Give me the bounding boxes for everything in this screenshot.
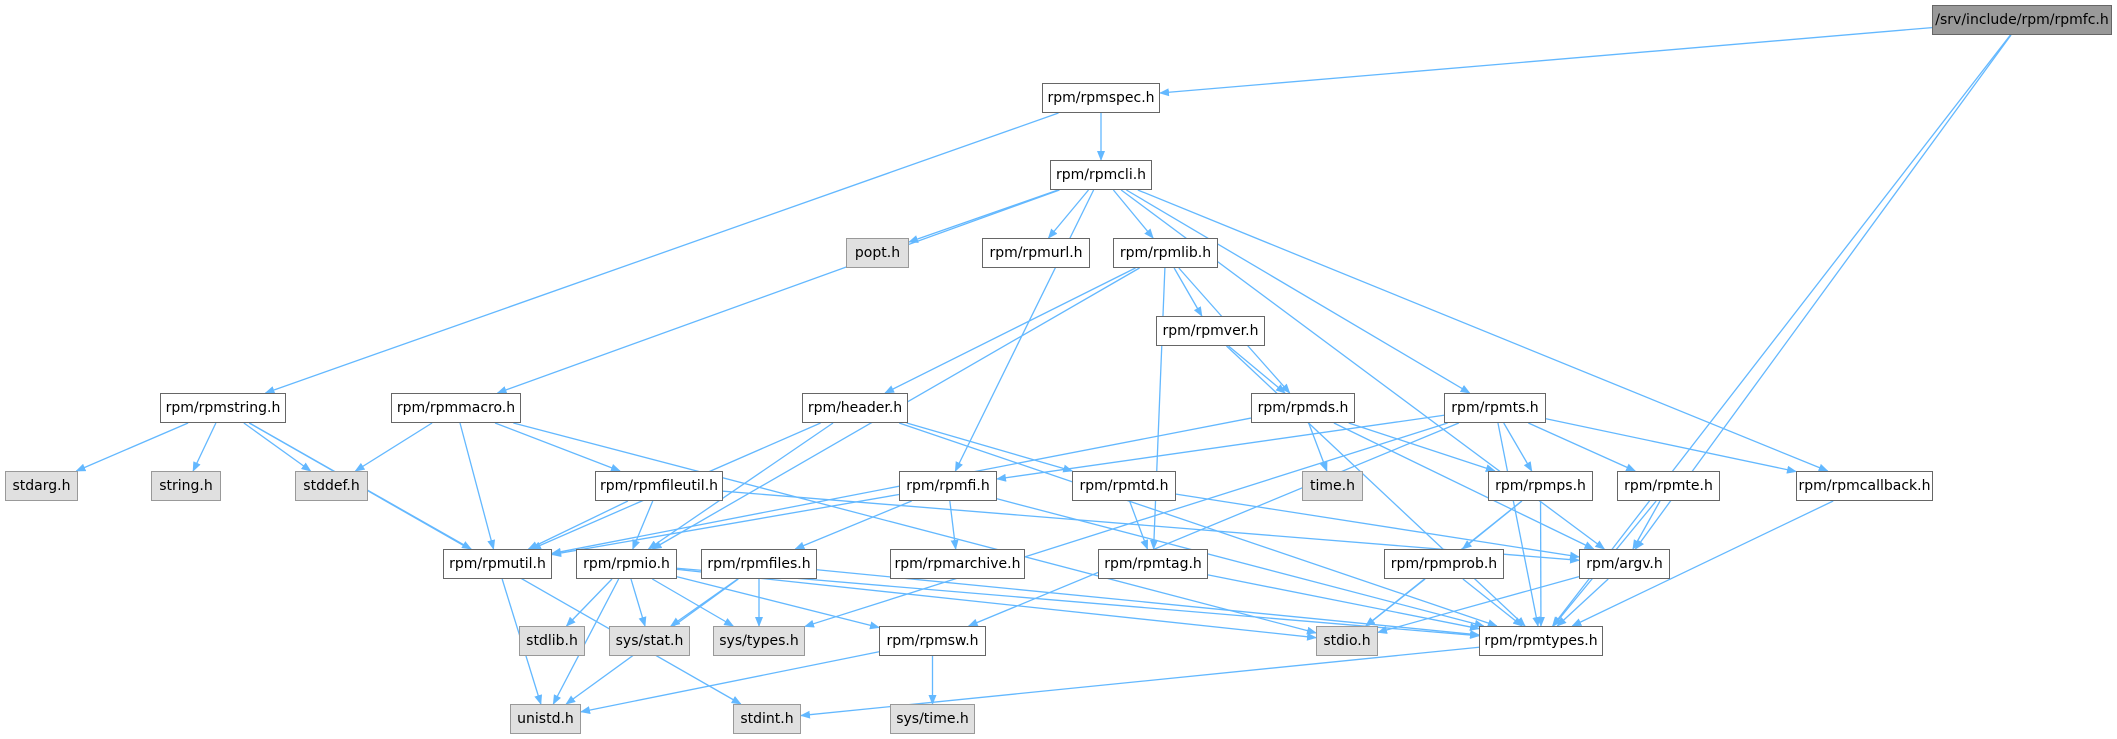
edge-rpmstring-to-stddef — [243, 422, 312, 472]
graph-node-systypes: sys/types.h — [713, 626, 805, 656]
graph-node-rpmarchive[interactable]: rpm/rpmarchive.h — [890, 549, 1025, 579]
edge-rpmtag-to-rpmtypes — [1207, 574, 1480, 631]
edge-header-to-rpmio — [647, 422, 834, 550]
edge-rpmio-to-stdio — [676, 568, 1317, 641]
edge-rpmfc-to-argv — [1634, 34, 2012, 550]
graph-node-rpmutil[interactable]: rpm/rpmutil.h — [443, 549, 552, 579]
graph-node-stdlib: stdlib.h — [519, 626, 585, 656]
edge-rpmds-to-argv — [1333, 422, 1595, 550]
edge-rpmio-to-rpmtypes — [676, 567, 1480, 640]
edge-rpmts-to-rpmps — [1503, 422, 1533, 472]
graph-node-rpmcli[interactable]: rpm/rpmcli.h — [1050, 160, 1152, 190]
edge-rpmprob-to-stdio — [1365, 578, 1426, 627]
edge-rpmsw-to-unistd — [580, 651, 880, 714]
edge-rpmmacro-to-rpmutil — [459, 422, 496, 550]
graph-node-rpmte[interactable]: rpm/rpmte.h — [1617, 471, 1720, 501]
edge-rpmcli-to-popt — [908, 189, 1059, 243]
edge-header-to-rpmtd — [906, 422, 1074, 473]
edge-rpmcli-to-rpmfi — [954, 189, 1095, 472]
edge-rpmfi-to-rpmtypes — [996, 498, 1485, 628]
graph-node-rpmio[interactable]: rpm/rpmio.h — [576, 549, 677, 579]
edge-rpmds-to-time — [1308, 422, 1328, 472]
graph-node-rpmurl[interactable]: rpm/rpmurl.h — [982, 238, 1090, 268]
edge-rpmmacro-to-stdio — [513, 422, 1317, 635]
edge-rpmfileutil-to-rpmutil — [527, 500, 629, 550]
graph-node-time: time.h — [1302, 471, 1363, 501]
edge-rpmio-to-rpmsw — [676, 576, 880, 630]
edge-rpmts-to-systypes — [804, 422, 1448, 628]
edge-rpmts-to-rpmsw — [967, 422, 1460, 627]
edge-rpmio-to-unistd — [552, 578, 620, 705]
edge-argv-to-rpmtypes — [1556, 578, 1609, 627]
graph-node-rpmfiles[interactable]: rpm/rpmfiles.h — [701, 549, 817, 579]
graph-node-rpmstring[interactable]: rpm/rpmstring.h — [160, 393, 286, 423]
edge-rpmlib-to-rpmver — [1173, 267, 1203, 317]
graph-node-rpmts[interactable]: rpm/rpmts.h — [1444, 393, 1546, 423]
edge-rpmio-to-sysstat — [630, 578, 647, 627]
edge-argv-to-stdio — [1377, 575, 1580, 634]
edge-rpmmacro-to-rpmfileutil — [494, 422, 621, 472]
edge-rpmte-to-argv — [1632, 500, 1661, 550]
edge-rpmfi-to-rpmutil — [551, 493, 900, 557]
graph-node-stdio: stdio.h — [1316, 626, 1378, 656]
graph-node-rpmcallback[interactable]: rpm/rpmcallback.h — [1796, 471, 1933, 501]
graph-node-rpmtag[interactable]: rpm/rpmtag.h — [1098, 549, 1208, 579]
edge-rpmio-to-stdlib — [565, 578, 613, 627]
edge-rpmtd-to-rpmtag — [1128, 500, 1149, 550]
graph-node-rpmps[interactable]: rpm/rpmps.h — [1488, 471, 1593, 501]
edge-rpmcli-to-rpmcallback — [1137, 189, 1829, 472]
edge-rpmmacro-to-stddef — [354, 422, 433, 472]
graph-node-rpmtd[interactable]: rpm/rpmtd.h — [1072, 471, 1176, 501]
edge-rpmcli-to-rpmurl — [1047, 189, 1089, 239]
edge-rpmts-to-rpmcallback — [1545, 418, 1797, 474]
graph-node-string: string.h — [151, 471, 221, 501]
graph-node-rpmfc[interactable]: /srv/include/rpm/rpmfc.h — [1932, 5, 2112, 35]
edge-rpmfc-to-rpmtypes — [1552, 34, 2011, 627]
edge-rpmfc-to-rpmspec — [1159, 26, 1933, 97]
graph-node-rpmver[interactable]: rpm/rpmver.h — [1156, 316, 1265, 346]
edge-rpmspec-to-rpmstring — [264, 112, 1059, 394]
graph-node-rpmtypes[interactable]: rpm/rpmtypes.h — [1479, 626, 1603, 656]
edge-rpmfileutil-to-argv — [722, 490, 1580, 564]
graph-node-rpmfileutil[interactable]: rpm/rpmfileutil.h — [595, 471, 723, 501]
graph-node-rpmfi[interactable]: rpm/rpmfi.h — [899, 471, 997, 501]
graph-node-rpmmacro[interactable]: rpm/rpmmacro.h — [391, 393, 521, 423]
edge-rpmstring-to-stdarg — [75, 422, 189, 472]
edge-rpmfi-to-rpmfiles — [794, 500, 912, 550]
edge-rpmver-to-rpmtypes — [1226, 345, 1526, 627]
edge-rpmcli-to-rpmts — [1126, 189, 1471, 394]
edge-rpmfi-to-rpmarchive — [949, 500, 959, 550]
graph-node-sysstat: sys/stat.h — [609, 626, 690, 656]
graph-node-stdint: stdint.h — [733, 704, 801, 734]
edge-rpmts-to-rpmte — [1528, 422, 1637, 472]
graph-node-popt: popt.h — [846, 238, 909, 268]
graph-node-rpmprob[interactable]: rpm/rpmprob.h — [1384, 549, 1504, 579]
graph-node-rpmspec[interactable]: rpm/rpmspec.h — [1042, 83, 1160, 113]
edge-rpmcli-to-rpmlib — [1112, 189, 1154, 239]
edge-rpmds-to-rpmps — [1348, 422, 1496, 472]
edge-rpmts-to-rpmfi — [996, 414, 1445, 482]
edge-rpmver-to-rpmds — [1228, 345, 1286, 394]
graph-node-header[interactable]: rpm/header.h — [802, 393, 908, 423]
edge-rpmlib-to-header — [884, 267, 1136, 394]
graph-node-systime: sys/time.h — [890, 704, 975, 734]
edge-rpmprob-to-rpmtypes — [1462, 578, 1523, 627]
edge-rpmfileutil-to-rpmio — [632, 500, 654, 550]
edge-rpmtd-to-argv — [1175, 493, 1580, 560]
graph-node-argv[interactable]: rpm/argv.h — [1579, 549, 1670, 579]
graph-node-stdarg: stdarg.h — [5, 471, 78, 501]
graph-node-rpmds[interactable]: rpm/rpmds.h — [1251, 393, 1355, 423]
edge-header-to-rpmtypes — [898, 422, 1498, 627]
edge-rpmstring-to-string — [192, 422, 217, 472]
graph-node-stddef: stddef.h — [295, 471, 368, 501]
edge-rpmcli-to-rpmmacro — [496, 189, 1060, 394]
graph-node-unistd: unistd.h — [510, 704, 581, 734]
edge-rpmts-to-rpmtypes — [1497, 422, 1541, 627]
edge-rpmio-to-systypes — [651, 578, 735, 627]
graph-node-rpmlib[interactable]: rpm/rpmlib.h — [1113, 238, 1218, 268]
edge-rpmcallback-to-rpmtypes — [1571, 500, 1834, 627]
graph-node-rpmsw[interactable]: rpm/rpmsw.h — [879, 626, 986, 656]
edge-rpmlib-to-rpmtag — [1149, 267, 1166, 550]
